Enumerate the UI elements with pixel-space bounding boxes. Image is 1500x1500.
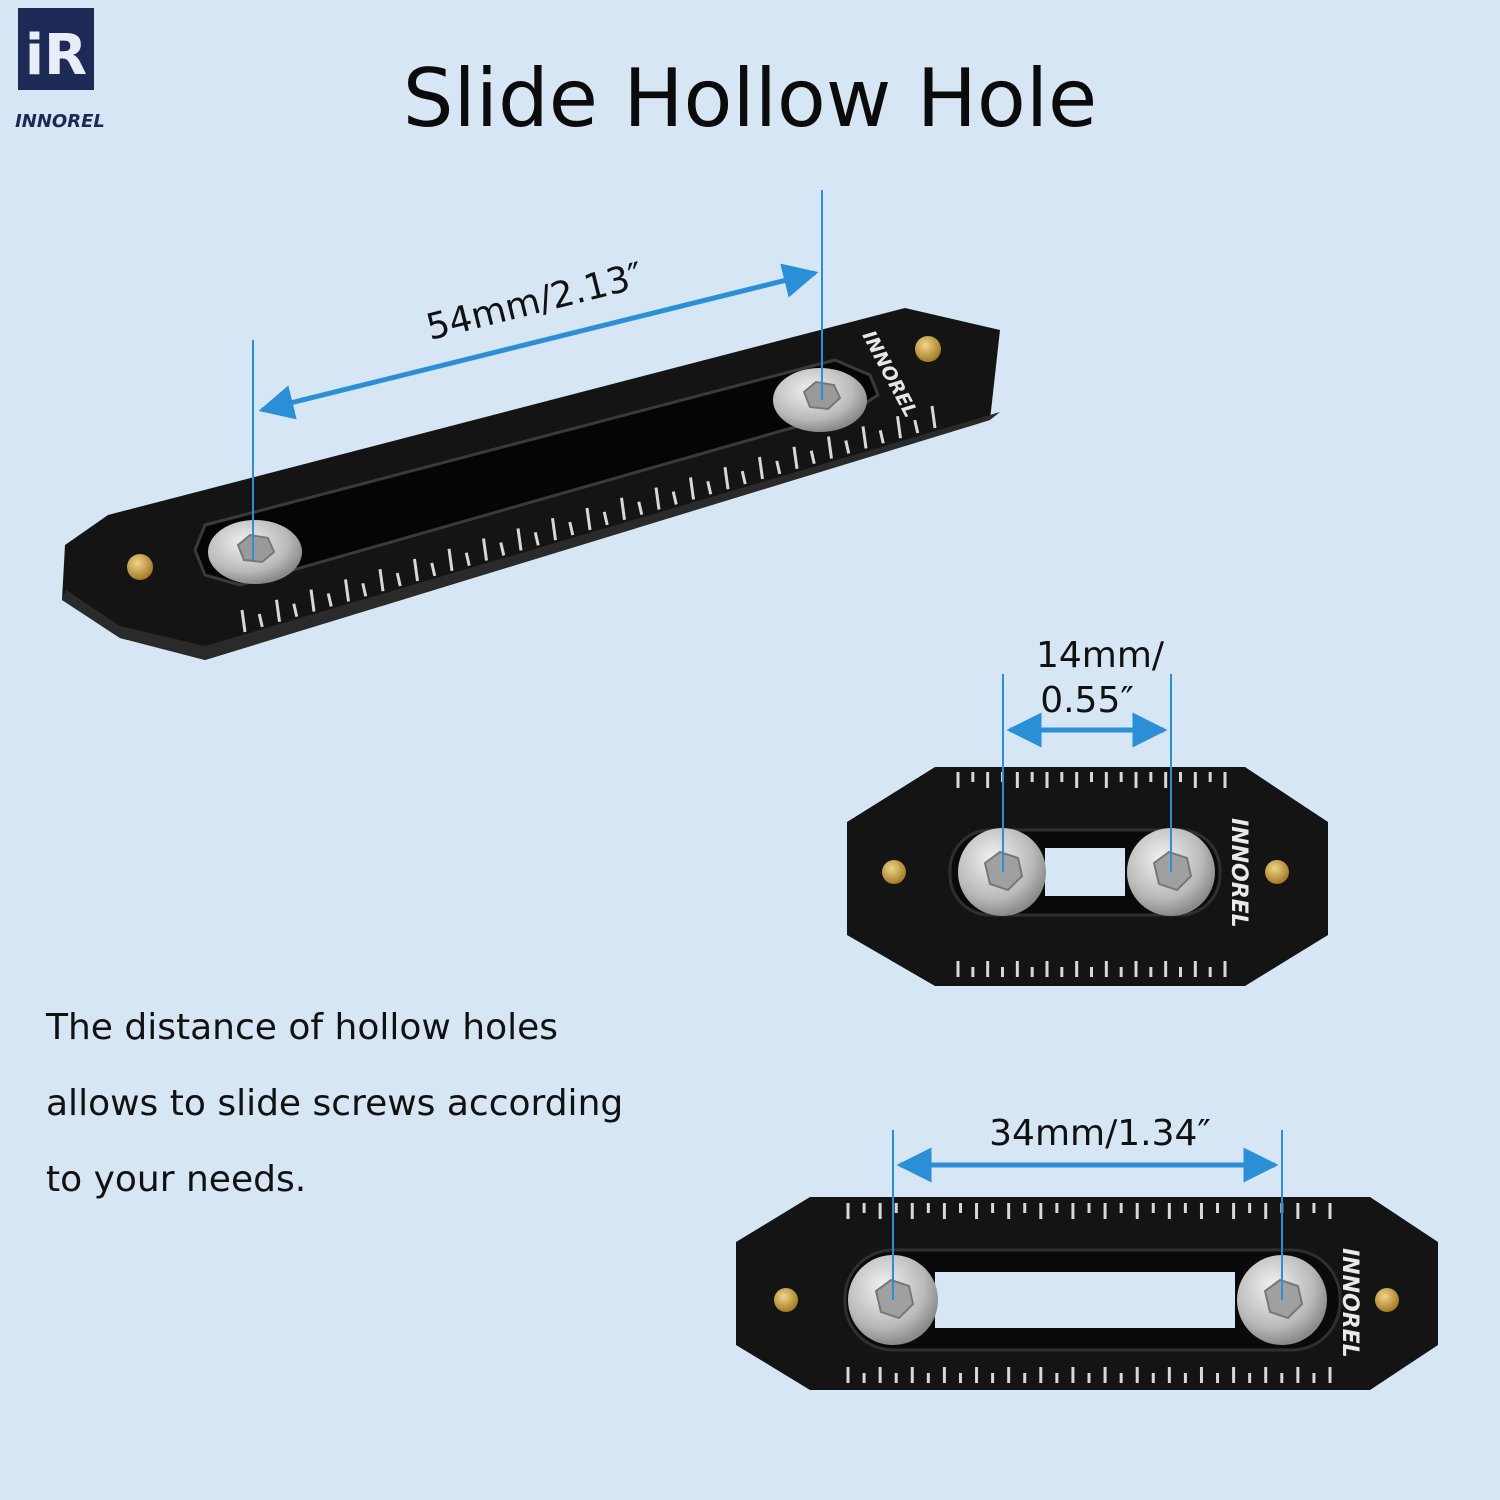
scale-tick [568, 521, 575, 536]
short-plate-measurement-line2: 0.55″ [1040, 680, 1134, 721]
scale-tick [844, 440, 851, 454]
description-line: to your needs. [46, 1159, 307, 1200]
medium-mounting-plate: INNOREL [736, 1197, 1438, 1390]
long-plate-measurement: 54mm/2.13″ [422, 255, 647, 348]
scale-tick [896, 415, 902, 439]
screw-icon [773, 368, 867, 432]
description-line: allows to slide screws according [46, 1083, 624, 1124]
pin-icon [1265, 860, 1289, 884]
short-plate-scale-top [956, 772, 1227, 788]
innorel-logo: iR INNOREL [15, 8, 105, 132]
page-title: Slide Hollow Hole [402, 52, 1098, 145]
scale-tick [930, 405, 937, 429]
scale-tick [344, 579, 350, 602]
medium-plate-slot-opening [935, 1272, 1235, 1328]
short-plate-dimension: 14mm/ 0.55″ [1002, 635, 1172, 872]
scale-tick [240, 609, 247, 633]
scale-tick [551, 517, 557, 541]
scale-tick [430, 562, 437, 577]
scale-tick [620, 497, 626, 521]
pin-icon [915, 336, 941, 362]
scale-tick [913, 419, 920, 434]
short-plate-scale-bottom [956, 961, 1227, 977]
scale-tick [516, 528, 523, 551]
scale-tick [292, 603, 299, 618]
pin-icon [127, 554, 153, 580]
medium-plate-dimension: 34mm/1.34″ [892, 1113, 1283, 1300]
pin-icon [1375, 1288, 1399, 1312]
scale-tick [602, 511, 609, 526]
scale-tick [413, 558, 419, 582]
scale-tick [654, 487, 661, 510]
scale-tick [257, 613, 264, 628]
scale-tick [827, 436, 833, 459]
scale-tick [395, 572, 402, 587]
scale-tick [689, 477, 695, 500]
plate-engraving: INNOREL [1226, 818, 1251, 928]
short-mounting-plate: INNOREL [847, 767, 1328, 986]
short-plate-measurement-line1: 14mm/ [1036, 635, 1165, 676]
medium-plate-scale-bottom [846, 1367, 1332, 1383]
scale-tick [326, 593, 333, 607]
scale-tick [464, 552, 471, 567]
screw-icon [208, 520, 302, 584]
scale-tick [878, 429, 885, 444]
scale-tick [585, 507, 592, 531]
short-plate-slot-opening [1045, 848, 1125, 896]
medium-plate-scale-top [846, 1203, 1332, 1219]
plate-engraving: INNOREL [1337, 1248, 1362, 1358]
description: The distance of hollow holes allows to s… [46, 990, 746, 1218]
medium-plate-measurement: 34mm/1.34″ [989, 1113, 1211, 1154]
scale-tick [309, 589, 316, 612]
scale-tick [533, 531, 540, 546]
logo-mark: iR [25, 23, 87, 88]
pin-icon [882, 860, 906, 884]
long-plate-scale [240, 405, 937, 633]
scale-tick [671, 491, 678, 505]
long-mounting-plate: INNOREL [62, 308, 1000, 660]
pin-icon [774, 1288, 798, 1312]
scale-tick [447, 548, 454, 572]
scale-tick [378, 568, 385, 592]
scale-tick [809, 450, 816, 465]
scale-tick [861, 426, 868, 449]
scale-tick [758, 456, 764, 480]
scale-tick [361, 582, 368, 597]
description-line: The distance of hollow holes [46, 1007, 559, 1048]
scale-tick [637, 501, 644, 516]
scale-tick [792, 446, 799, 470]
logo-wordmark: INNOREL [15, 111, 105, 132]
scale-tick [275, 599, 281, 623]
scale-tick [482, 538, 488, 561]
scale-tick [740, 470, 747, 485]
scale-tick [706, 480, 713, 495]
scale-tick [723, 466, 730, 490]
scale-tick [499, 542, 506, 556]
scale-tick [775, 460, 782, 475]
